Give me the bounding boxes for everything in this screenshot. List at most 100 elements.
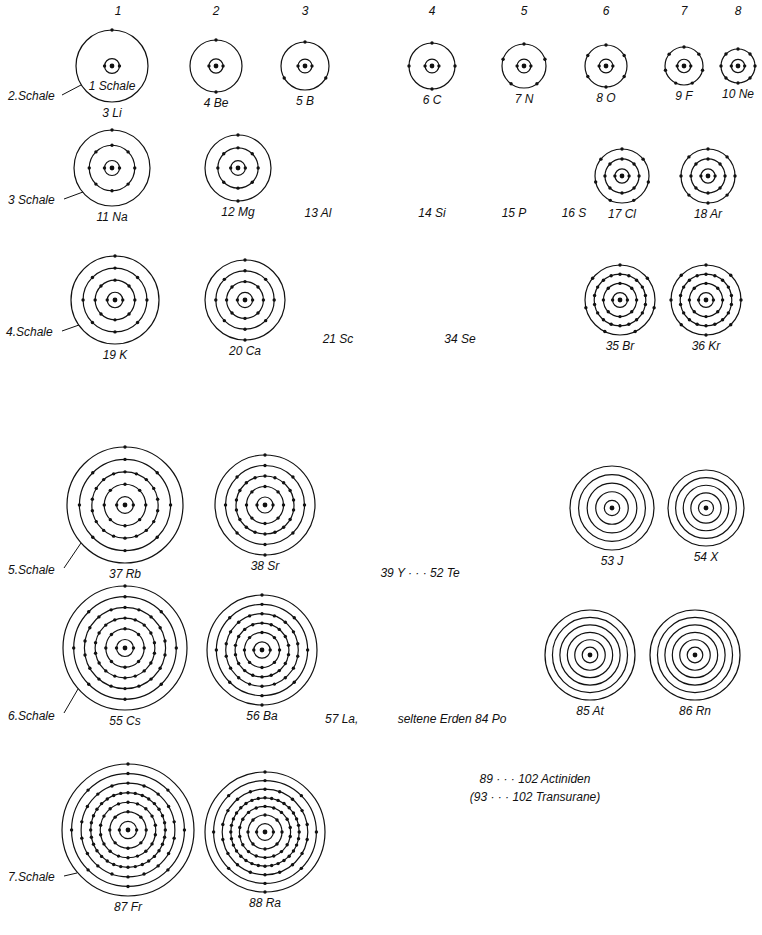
- electron: [108, 807, 111, 810]
- electron: [137, 684, 140, 687]
- electron: [235, 508, 238, 511]
- electron: [248, 614, 251, 617]
- element-label: 19 K: [103, 348, 128, 362]
- electron: [147, 797, 150, 800]
- electron: [682, 311, 685, 314]
- electron: [632, 199, 635, 202]
- electron: [110, 189, 113, 192]
- electron-shell: [95, 280, 135, 320]
- electron: [748, 76, 751, 79]
- electron: [94, 182, 97, 185]
- electron: [154, 823, 157, 826]
- electron-shell: [731, 59, 744, 72]
- electron: [287, 653, 290, 656]
- electron-shell: [613, 293, 628, 308]
- electron: [679, 303, 682, 306]
- electron: [132, 503, 135, 506]
- electron: [270, 797, 273, 800]
- electron: [260, 694, 263, 697]
- element-label: 38 Sr: [251, 559, 280, 573]
- electron: [263, 553, 266, 556]
- electron: [260, 593, 263, 596]
- electron: [697, 52, 700, 55]
- electron: [102, 842, 105, 845]
- electron: [96, 792, 99, 795]
- electron: [238, 489, 241, 492]
- electron: [300, 794, 303, 797]
- electron: [704, 282, 707, 285]
- electron: [263, 779, 266, 782]
- electron-shell: [89, 145, 135, 191]
- electron: [123, 549, 126, 552]
- nucleus: [704, 298, 709, 303]
- electron: [284, 635, 287, 638]
- electron: [245, 503, 248, 506]
- electron: [212, 830, 215, 833]
- electron: [87, 683, 90, 686]
- electron: [235, 811, 238, 814]
- electron: [691, 81, 694, 84]
- electron: [235, 531, 238, 534]
- electron: [149, 661, 152, 664]
- electron: [99, 833, 102, 836]
- electron: [80, 836, 83, 839]
- nucleus: [214, 64, 219, 69]
- electron: [694, 162, 697, 165]
- electron: [699, 174, 702, 177]
- group-number: 5: [521, 4, 528, 18]
- electron: [99, 823, 102, 826]
- electron: [229, 630, 232, 633]
- text-label: 16 S: [562, 206, 587, 220]
- electron: [263, 813, 266, 816]
- electron: [229, 830, 232, 833]
- electron: [236, 186, 239, 189]
- electron: [109, 608, 112, 611]
- atom-model: 86 Rn: [650, 610, 740, 718]
- electron: [251, 298, 254, 301]
- electron: [223, 319, 226, 322]
- electron: [166, 868, 169, 871]
- atom-model: 3 Li: [76, 30, 148, 120]
- electron: [644, 303, 647, 306]
- electron: [535, 82, 538, 85]
- electron: [604, 85, 607, 88]
- electron: [214, 90, 217, 93]
- electron: [271, 503, 274, 506]
- electron: [608, 186, 611, 189]
- electron: [305, 838, 308, 841]
- electron: [324, 76, 327, 79]
- leader-line: [62, 85, 81, 95]
- electron: [704, 324, 707, 327]
- electron: [260, 703, 263, 706]
- electron: [272, 854, 275, 857]
- electron: [238, 835, 241, 838]
- electron: [143, 669, 146, 672]
- electron: [256, 285, 259, 288]
- electron: [249, 790, 252, 793]
- electron: [136, 321, 139, 324]
- electron: [149, 631, 152, 634]
- electron-shell: [110, 812, 146, 848]
- electron: [126, 856, 129, 859]
- atom-drawing: [570, 466, 654, 550]
- electron: [263, 890, 266, 893]
- electron: [115, 503, 118, 506]
- electron: [283, 76, 286, 79]
- electron: [126, 182, 129, 185]
- electron: [613, 174, 616, 177]
- atom-drawing: [502, 44, 546, 88]
- electron: [236, 798, 239, 801]
- electron: [112, 534, 115, 537]
- electron: [154, 833, 157, 836]
- electron: [167, 805, 170, 808]
- electron: [282, 802, 285, 805]
- electron-shell: [672, 632, 717, 677]
- electron: [243, 338, 246, 341]
- electron: [296, 64, 299, 67]
- electron-shell: [76, 30, 148, 102]
- electron: [109, 518, 112, 521]
- nucleus: [610, 506, 615, 511]
- electron: [145, 478, 148, 481]
- electron: [126, 791, 129, 794]
- electron: [250, 490, 253, 493]
